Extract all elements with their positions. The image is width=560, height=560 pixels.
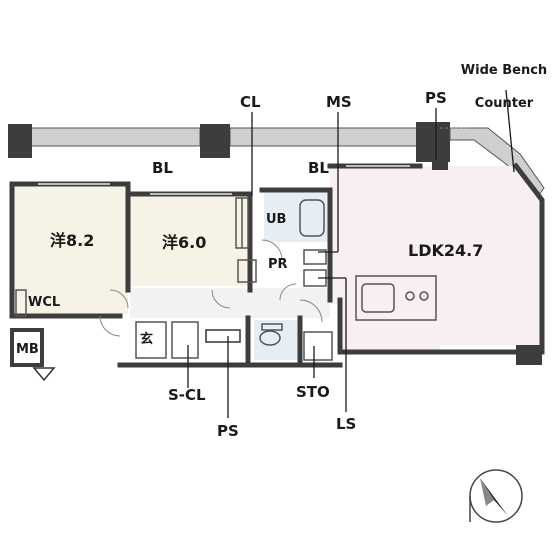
callout-ps-top: PS xyxy=(425,89,447,107)
callout-bl-right: BL xyxy=(308,159,329,177)
room-ldk-label: LDK24.7 xyxy=(408,241,484,260)
floor-ldk xyxy=(330,166,540,352)
mb-box xyxy=(10,328,44,367)
room-western-6-label: 洋6.0 xyxy=(162,233,207,252)
callout-ms: MS xyxy=(326,93,352,111)
room-wcl-label: WCL xyxy=(28,295,61,310)
windows xyxy=(38,165,410,195)
callout-sto: STO xyxy=(296,383,330,401)
callout-wide-bench-counter: Wide Bench Counter xyxy=(452,47,556,112)
callout-cl: CL xyxy=(240,93,261,111)
floor-hall xyxy=(130,288,330,318)
callout-s-cl: S-CL xyxy=(168,386,206,404)
floor-western-8 xyxy=(14,184,128,314)
callout-ls: LS xyxy=(336,415,357,433)
room-mb-label: MB xyxy=(16,342,39,357)
mb-marker xyxy=(32,367,56,382)
callout-bl-left: BL xyxy=(152,159,173,177)
fixtures xyxy=(15,160,448,361)
callout-ps-bottom: PS xyxy=(217,422,239,440)
room-pr-label: PR xyxy=(268,257,288,272)
door-swings xyxy=(99,239,323,337)
bench-line-1: Wide Bench xyxy=(460,63,548,79)
floor-western-6 xyxy=(130,194,248,286)
bench-line-2: Counter xyxy=(474,95,534,111)
north-arrow-icon xyxy=(469,469,523,523)
leader-lines xyxy=(187,89,515,418)
wall-post xyxy=(516,345,542,365)
room-entrance-label: 玄 xyxy=(140,332,154,347)
room-western-8-label: 洋8.2 xyxy=(50,231,95,250)
balcony xyxy=(8,122,545,197)
room-ub-label: UB xyxy=(266,212,287,227)
